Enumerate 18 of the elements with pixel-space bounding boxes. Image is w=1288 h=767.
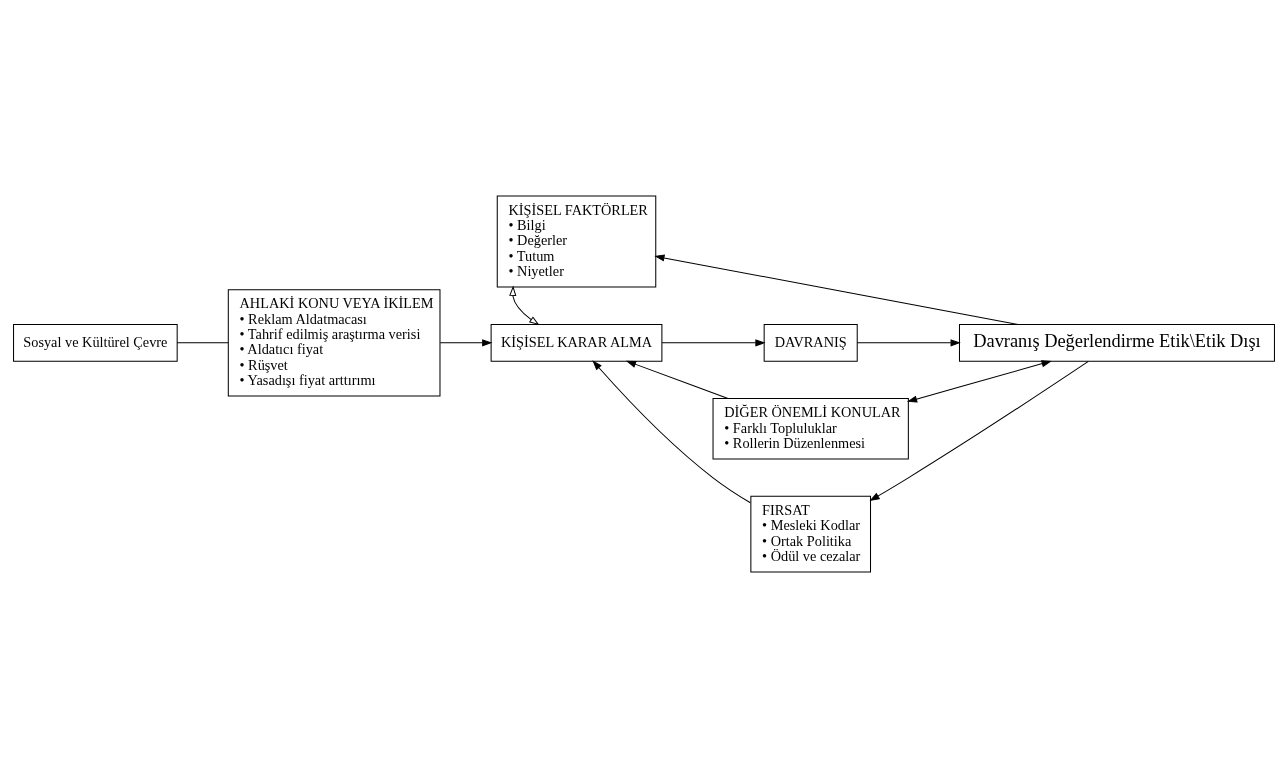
arrow <box>439 338 493 346</box>
arrow <box>856 338 961 346</box>
node-box: AHLAKİ KONU VEYA İKİLEM • Reklam Aldatmacası • Tahrif edilmiş araştırma verisi • Aldatıcı fiyat • Rüşvet • Yasadışı fiyat arttırımı <box>227 288 441 397</box>
arrow <box>625 360 729 399</box>
node-box: DAVRANIŞ <box>763 323 858 362</box>
node-box: Davranış Değerlendirme Etik\Etik Dışı <box>958 323 1275 362</box>
node-box: KİŞİSEL KARAR ALMA <box>490 323 663 362</box>
connector <box>176 341 229 343</box>
arrow <box>906 359 1052 403</box>
arrow <box>654 253 1019 325</box>
node-box: FIRSAT • Mesleki Kodlar • Ortak Politika • Ödül ve cezalar <box>750 495 871 572</box>
arrow <box>592 359 751 503</box>
node-box: KİŞİSEL FAKTÖRLER • Bilgi • Değerler • Tutum • Niyetler <box>496 195 657 288</box>
node-box: DİĞER ÖNEMLİ KONULAR • Farklı Topluluklar • Rollerin Düzenlenmesi <box>712 397 909 459</box>
arrow <box>661 338 766 346</box>
node-box: Sosyal ve Kültürel Çevre <box>13 323 178 362</box>
arrow <box>869 360 1089 501</box>
arrow <box>509 285 540 325</box>
